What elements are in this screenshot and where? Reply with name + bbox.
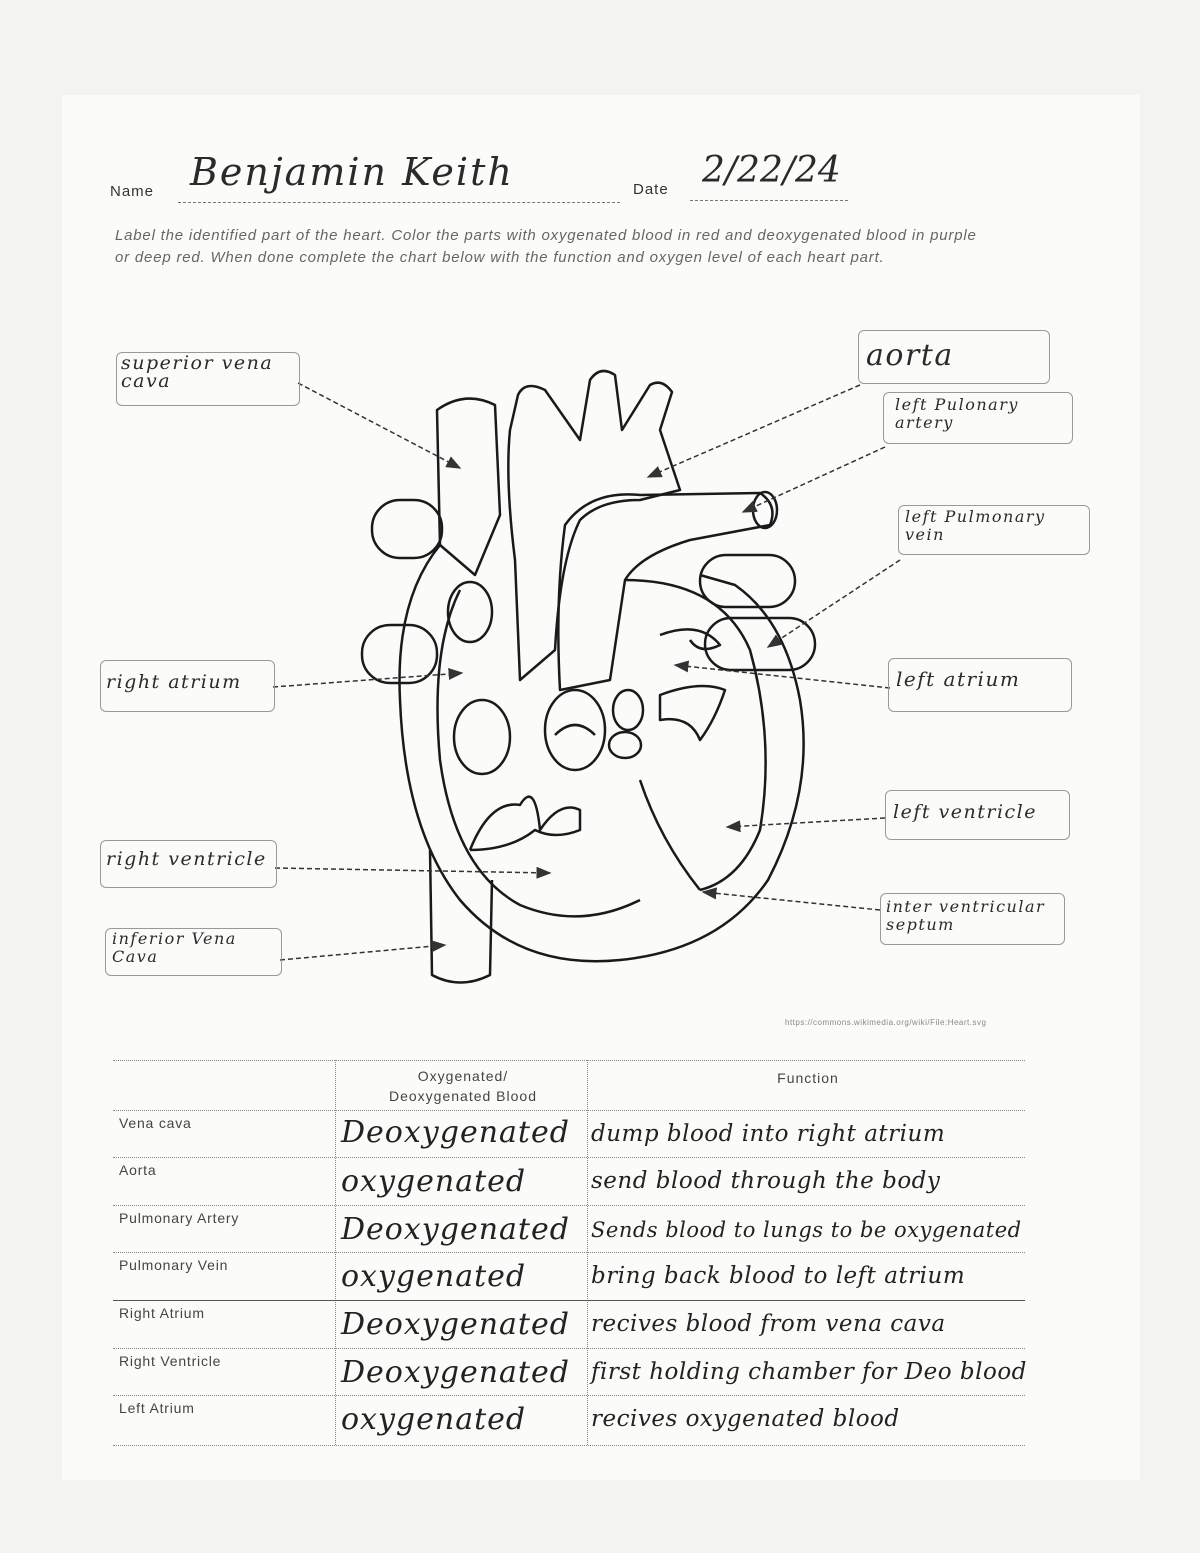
label-left-ventricle: left ventricle	[893, 803, 1068, 821]
right-atrium-opening-upper	[448, 582, 492, 642]
table-row-function: recives blood from vena cava	[591, 1311, 946, 1337]
label-left-pulmonary-artery: left Pulonary artery	[895, 396, 1067, 432]
label-interventricular-septum: inter ventricular septum	[886, 898, 1062, 934]
table-row: Aorta oxygenated send blood through the …	[113, 1157, 1025, 1158]
pulmonary-artery-shape	[558, 493, 772, 690]
table-row-oxygen: Deoxygenated	[341, 1355, 570, 1390]
septum	[640, 780, 700, 890]
left-heart-wall	[625, 580, 766, 890]
aortic-valve	[545, 690, 605, 770]
right-heart-wall	[438, 590, 641, 916]
label-left-pulmonary-vein: left Pulmonary vein	[905, 508, 1085, 544]
label-right-atrium: right atrium	[106, 673, 271, 691]
right-atrium-opening-lower	[454, 700, 510, 774]
table-row-function: Sends blood to lungs to be oxygenated	[591, 1218, 1022, 1242]
label-right-ventricle: right ventricle	[106, 850, 274, 868]
table-row: Right Atrium Deoxygenated recives blood …	[113, 1300, 1025, 1301]
table-row: Pulmonary Artery Deoxygenated Sends bloo…	[113, 1205, 1025, 1206]
table-row-function: bring back blood to left atrium	[591, 1263, 965, 1289]
table-row-oxygen: oxygenated	[341, 1164, 526, 1199]
table-row-function: send blood through the body	[591, 1168, 940, 1194]
table-row-part: Vena cava	[119, 1115, 192, 1131]
table-row-part: Right Ventricle	[119, 1353, 221, 1369]
table-row: Right Ventricle Deoxygenated first holdi…	[113, 1348, 1025, 1349]
table-row-part: Aorta	[119, 1162, 156, 1178]
table-row: Left Atrium oxygenated recives oxygenate…	[113, 1395, 1025, 1396]
table-row-oxygen: Deoxygenated	[341, 1307, 570, 1342]
table-row-part: Left Atrium	[119, 1400, 195, 1416]
table-row-function: first holding chamber for Deo blood	[591, 1359, 1027, 1385]
table-row-part: Pulmonary Artery	[119, 1210, 239, 1226]
table-row-oxygen: oxygenated	[341, 1259, 526, 1294]
table-header-oxygen: Oxygenated/ Deoxygenated Blood	[338, 1066, 588, 1106]
table-row-oxygen: Deoxygenated	[341, 1212, 570, 1247]
image-credit: https://commons.wikimedia.org/wiki/File:…	[785, 1018, 986, 1027]
table-header-oxygen-line1: Oxygenated/	[338, 1066, 588, 1086]
right-pulmonary-vein-upper	[372, 500, 442, 558]
table-row-function: dump blood into right atrium	[591, 1121, 945, 1147]
table-row-part: Right Atrium	[119, 1305, 205, 1321]
table-row-function: recives oxygenated blood	[591, 1406, 900, 1432]
aorta-shape	[508, 371, 680, 680]
table-header-oxygen-line2: Deoxygenated Blood	[338, 1086, 588, 1106]
table-row: Pulmonary Vein oxygenated bring back blo…	[113, 1252, 1025, 1253]
table-bottom-rule	[113, 1445, 1025, 1446]
left-pulmonary-vein-lower	[705, 618, 815, 670]
table-row-oxygen: Deoxygenated	[341, 1115, 570, 1150]
table-row: Vena cava Deoxygenated dump blood into r…	[113, 1110, 1025, 1111]
left-pulmonary-vein-upper	[700, 555, 795, 607]
table-row-oxygen: oxygenated	[341, 1402, 526, 1437]
label-left-atrium: left atrium	[896, 670, 1068, 688]
table-top-rule	[113, 1060, 1025, 1061]
label-inferior-vena-cava: inferior Vena Cava	[112, 930, 272, 966]
table-header-function: Function	[591, 1068, 1025, 1088]
label-aorta: aorta	[866, 340, 1041, 372]
tricuspid-valve	[470, 797, 580, 850]
table-row-part: Pulmonary Vein	[119, 1257, 228, 1273]
mitral-valve	[660, 686, 725, 740]
label-superior-vena-cava: superior vena cava	[121, 354, 291, 390]
superior-vena-cava-shape	[437, 399, 500, 575]
